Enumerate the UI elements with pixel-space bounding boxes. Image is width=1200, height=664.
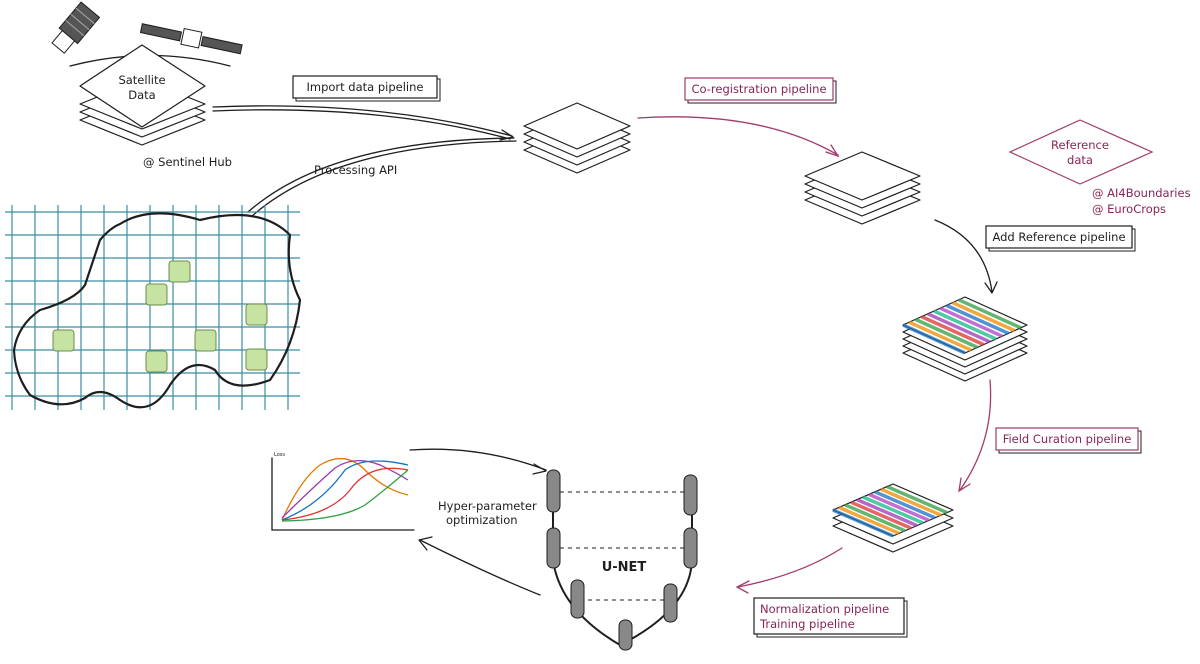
import-pipeline-label: Import data pipeline xyxy=(306,80,423,94)
reference-data-label-1: Reference xyxy=(1051,138,1109,152)
processing-api-arrow xyxy=(247,137,515,213)
region-grid-map xyxy=(5,205,302,410)
coregistration-arrow xyxy=(637,116,839,156)
hyperparam-label-2: optimization xyxy=(446,513,518,527)
field-curation-pipeline-label: Field Curation pipeline xyxy=(1003,432,1132,446)
labeled-stack xyxy=(902,296,1028,382)
training-pipeline-label: Training pipeline xyxy=(759,617,855,631)
coregistered-stack xyxy=(804,151,921,225)
imagery-stack xyxy=(523,102,631,174)
add-reference-pipeline-label: Add Reference pipeline xyxy=(992,230,1125,244)
import-pipeline-box xyxy=(292,75,438,99)
reference-source-2: @ EuroCrops xyxy=(1092,202,1166,216)
loss-plot-label: Loss xyxy=(274,452,285,458)
normalization-pipeline-label: Normalization pipeline xyxy=(760,602,889,616)
coregistration-pipeline-box xyxy=(684,77,834,101)
satellite-icon-2 xyxy=(139,23,243,55)
hyperparam-arrow-in xyxy=(409,448,547,471)
add-reference-arrow xyxy=(934,219,993,293)
satellite-icon xyxy=(51,1,101,54)
field-curation-pipeline-box xyxy=(995,427,1139,451)
loss-plot: Loss xyxy=(271,452,415,531)
normalization-arrow xyxy=(737,547,843,588)
unet-diagram: U-NET xyxy=(546,469,698,651)
normalization-training-box xyxy=(753,597,905,635)
processing-api-label: Processing API xyxy=(314,163,397,177)
add-reference-pipeline-box xyxy=(985,225,1133,249)
unet-label: U-NET xyxy=(602,560,647,575)
satellite-data-label-2: Data xyxy=(128,88,155,102)
reference-source-1: @ AI4Boundaries xyxy=(1092,186,1191,200)
reference-data-label-2: data xyxy=(1067,153,1093,167)
satellite-source-label: @ Sentinel Hub xyxy=(143,155,232,169)
satellite-data-label-1: Satellite xyxy=(118,73,165,87)
curated-stack xyxy=(832,483,954,553)
reference-data-diamond xyxy=(1008,119,1154,185)
import-arrow xyxy=(212,105,513,137)
hyperparam-arrow-out xyxy=(419,539,541,596)
satellite-data-stack: Satellite Data xyxy=(79,44,206,146)
hyperparam-label-1: Hyper-parameter xyxy=(438,499,537,513)
field-curation-arrow xyxy=(959,379,992,491)
coregistration-pipeline-label: Co-registration pipeline xyxy=(691,82,826,96)
